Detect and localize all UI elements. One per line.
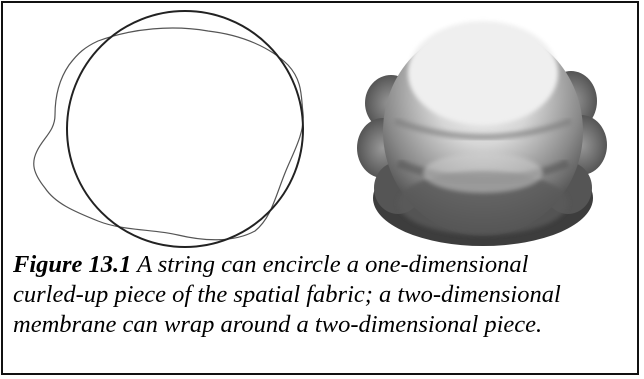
figure-label: Figure 13.1 bbox=[13, 251, 131, 278]
figure-frame: Figure 13.1 A string can encircle a one-… bbox=[1, 1, 639, 375]
caption-text-1: A string can encircle a one-dimensional bbox=[137, 251, 528, 278]
caption-line-3: membrane can wrap around a two-dimension… bbox=[13, 310, 639, 340]
wavy-string-loop bbox=[34, 28, 303, 240]
figure-illustration bbox=[3, 3, 641, 248]
curled-dimension-circle bbox=[67, 11, 303, 247]
membrane-sphere bbox=[357, 21, 607, 246]
figure-caption: Figure 13.1 A string can encircle a one-… bbox=[13, 250, 639, 340]
caption-line-1: Figure 13.1 A string can encircle a one-… bbox=[13, 250, 639, 280]
caption-line-2: curled-up piece of the spatial fabric; a… bbox=[13, 280, 639, 310]
